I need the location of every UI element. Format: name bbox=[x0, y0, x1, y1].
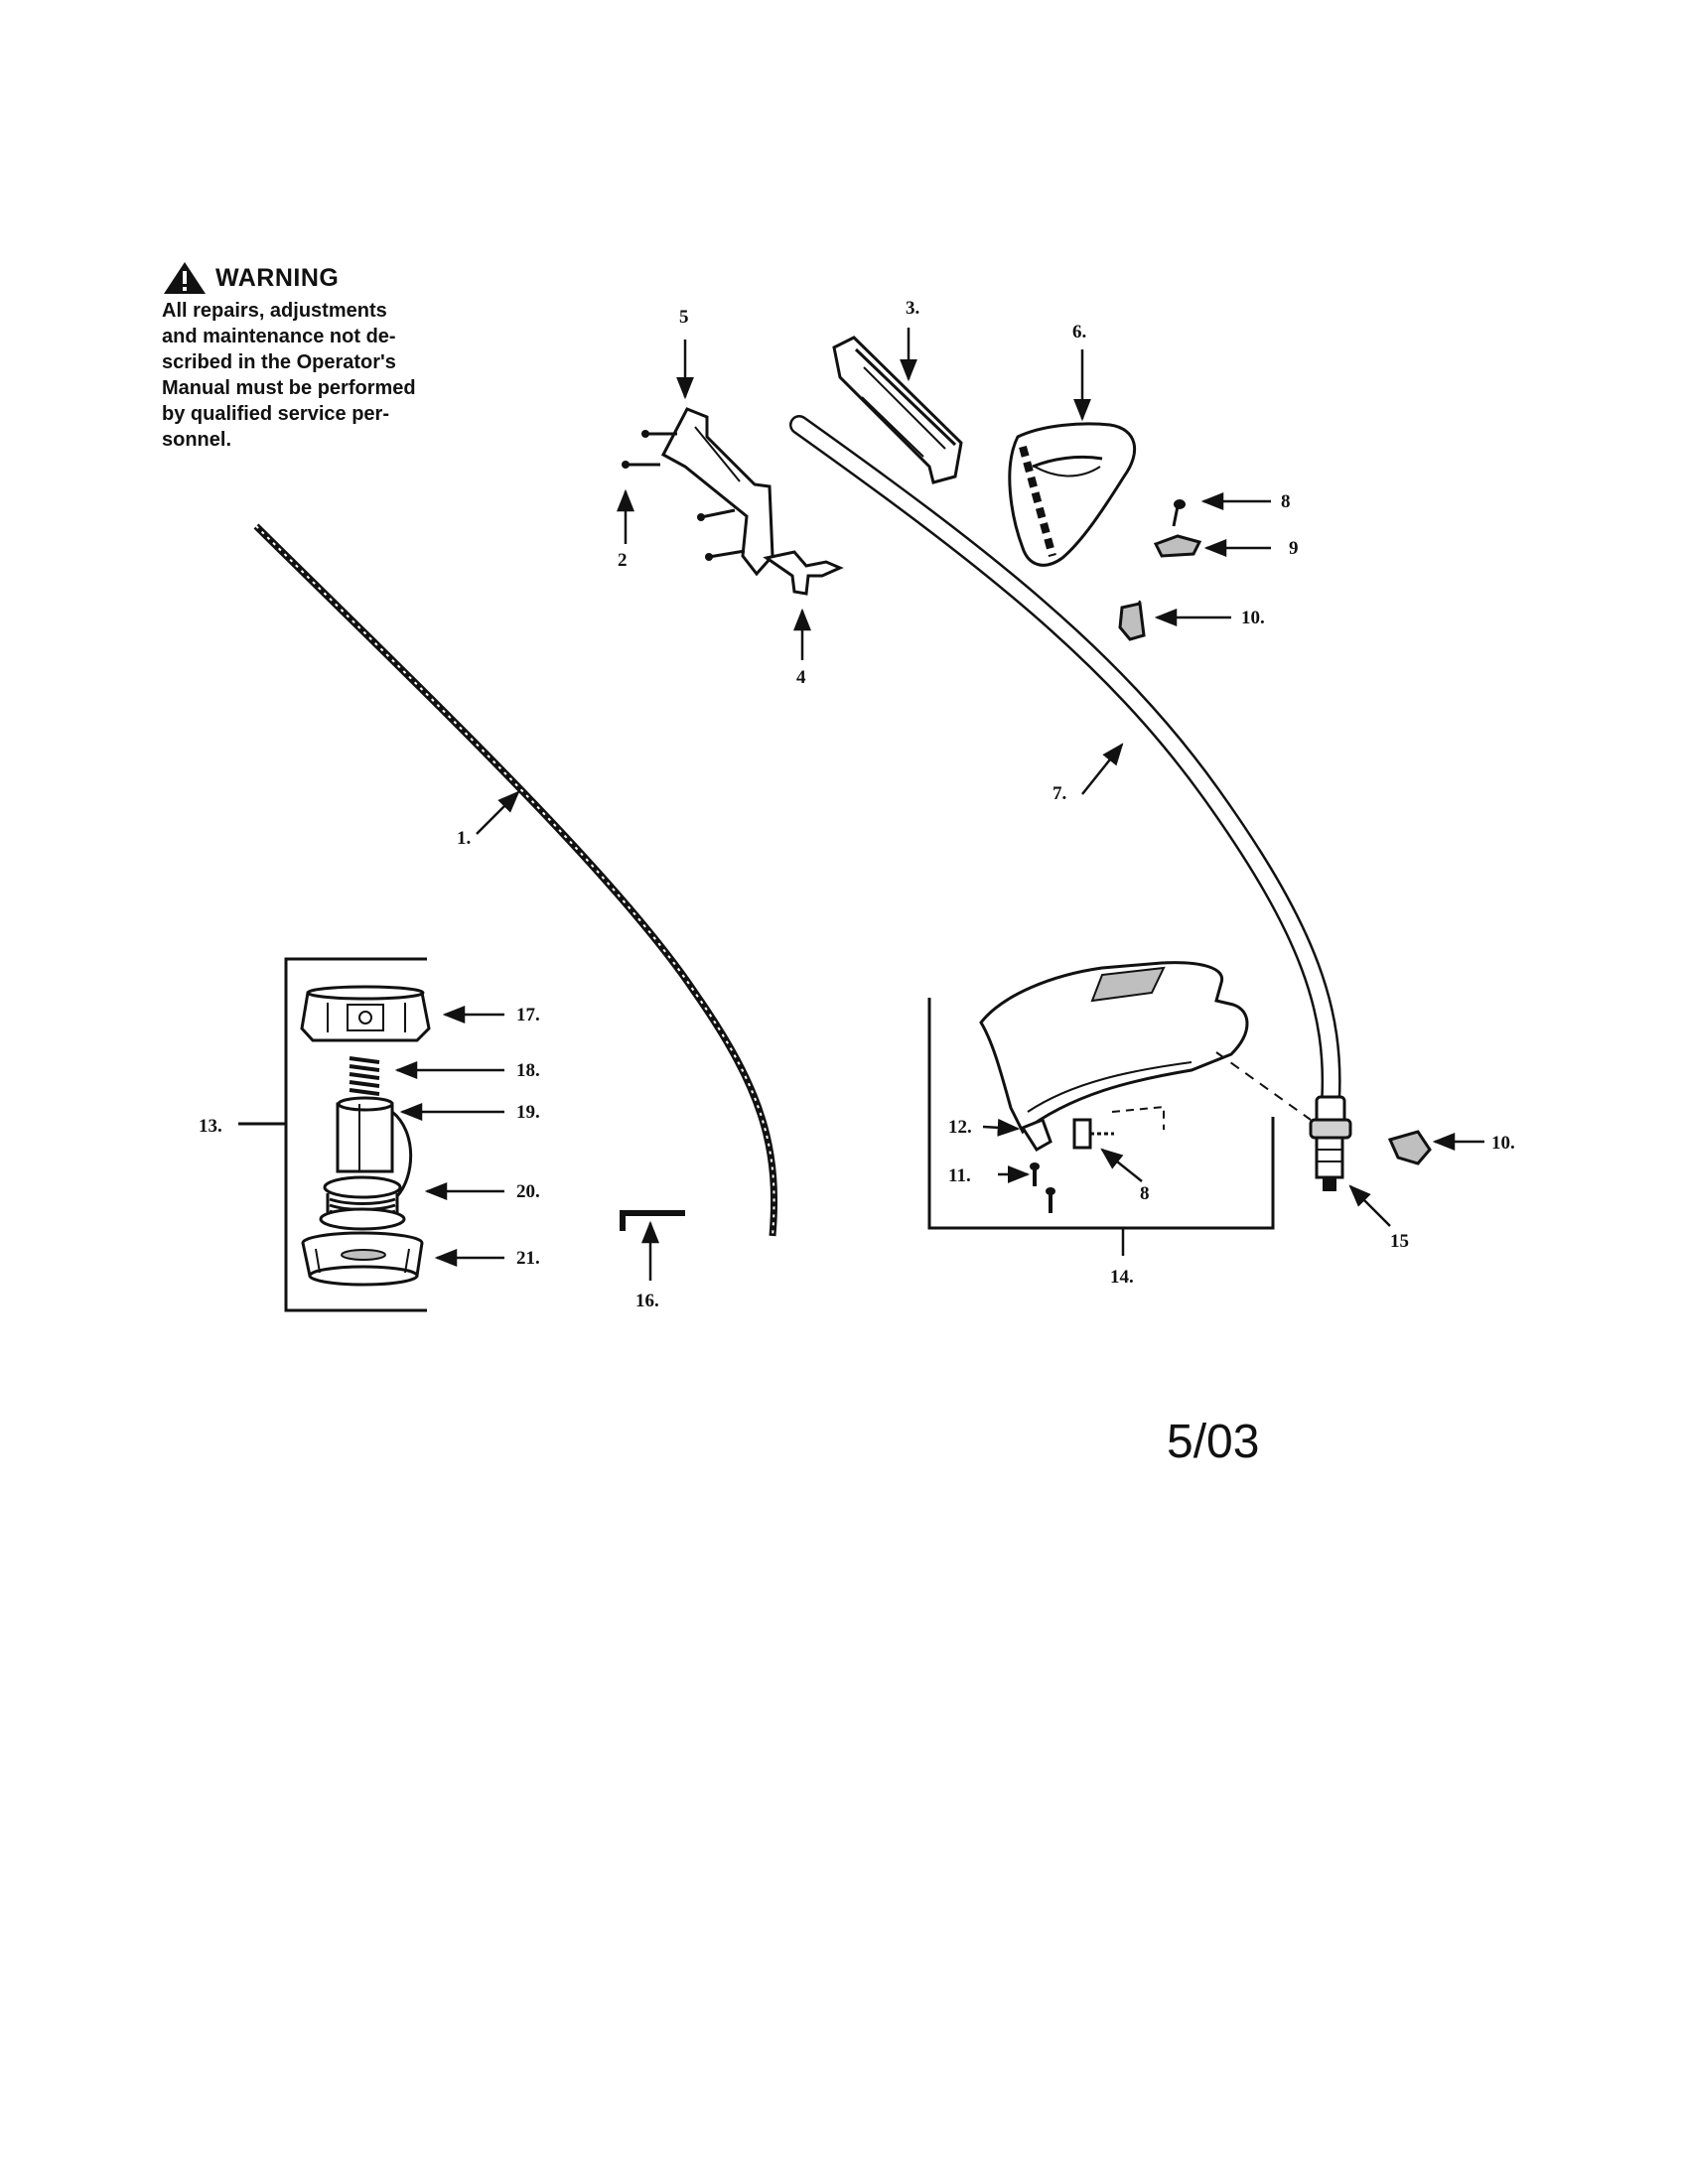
spool-cap-part bbox=[300, 985, 431, 1042]
label-part-17: 17. bbox=[516, 1005, 540, 1025]
label-part-19: 19. bbox=[516, 1102, 540, 1123]
label-part-16: 16. bbox=[635, 1291, 659, 1311]
warning-header: WARNING bbox=[162, 260, 480, 296]
guard-assembly-part bbox=[927, 961, 1312, 1230]
warning-line: Manual must be performed bbox=[162, 377, 416, 399]
drive-shaft-part bbox=[253, 523, 778, 1237]
clamp-part bbox=[1153, 534, 1202, 558]
clip-part bbox=[1020, 1118, 1052, 1153]
knob-part-lower bbox=[1387, 1130, 1432, 1165]
label-part-2: 2 bbox=[618, 550, 628, 571]
label-part-12: 12. bbox=[948, 1117, 972, 1138]
label-part-15: 15 bbox=[1390, 1231, 1409, 1252]
warning-line: scribed in the Operator's bbox=[162, 351, 396, 373]
wing-knob-part bbox=[763, 550, 844, 596]
label-part-10-lower: 10. bbox=[1491, 1133, 1515, 1154]
spring-part bbox=[349, 1056, 380, 1096]
label-part-14: 14. bbox=[1110, 1267, 1134, 1288]
screw-part-upper bbox=[1172, 499, 1186, 527]
warning-notice: WARNING All repairs, adjustments and mai… bbox=[162, 260, 480, 453]
spool-housing-part bbox=[301, 1231, 424, 1287]
spool-part bbox=[319, 1175, 406, 1231]
warning-line: sonnel. bbox=[162, 429, 232, 451]
spindle-part bbox=[1315, 1136, 1344, 1191]
handle-bracket-part bbox=[622, 407, 774, 577]
handle-cover-part bbox=[832, 336, 963, 484]
warning-title: WARNING bbox=[215, 263, 340, 292]
warning-line: All repairs, adjustments bbox=[162, 300, 387, 322]
warning-line: and maintenance not de- bbox=[162, 326, 396, 347]
label-part-7: 7. bbox=[1052, 783, 1066, 804]
label-part-13: 13. bbox=[199, 1116, 222, 1137]
label-part-9: 9 bbox=[1289, 538, 1299, 559]
label-part-10-upper: 10. bbox=[1241, 608, 1265, 628]
callout-arrows bbox=[394, 328, 1484, 1281]
warning-triangle-icon bbox=[164, 262, 206, 294]
part-labels: 1. 2 3. 4 5 6. 7. 8 9 10. 8 11. 12. 13. … bbox=[199, 298, 1515, 1311]
trimmer-head-assembly bbox=[238, 957, 427, 1312]
bolt-part bbox=[1030, 1162, 1055, 1213]
label-part-8-upper: 8 bbox=[1281, 491, 1291, 512]
date-code: 5/03 bbox=[1167, 1416, 1260, 1468]
shaft-housing-part bbox=[789, 415, 1352, 1140]
label-part-5: 5 bbox=[679, 307, 689, 328]
warning-text: All repairs, adjustments and maintenance… bbox=[162, 298, 480, 453]
label-part-6: 6. bbox=[1072, 322, 1086, 342]
d-handle-part bbox=[1008, 422, 1137, 567]
hex-key-part bbox=[620, 1210, 685, 1231]
adapter-part bbox=[336, 1096, 413, 1198]
label-part-18: 18. bbox=[516, 1060, 540, 1081]
label-part-3: 3. bbox=[906, 298, 919, 319]
screw-part-lower bbox=[1072, 1118, 1114, 1150]
label-part-11: 11. bbox=[948, 1165, 971, 1186]
warning-line: by qualified service per- bbox=[162, 403, 389, 425]
knob-part-upper bbox=[1118, 600, 1146, 641]
label-part-1: 1. bbox=[457, 828, 471, 849]
label-part-21: 21. bbox=[516, 1248, 540, 1269]
label-part-4: 4 bbox=[796, 667, 806, 688]
label-part-20: 20. bbox=[516, 1181, 540, 1202]
label-part-8-lower: 8 bbox=[1140, 1183, 1150, 1204]
